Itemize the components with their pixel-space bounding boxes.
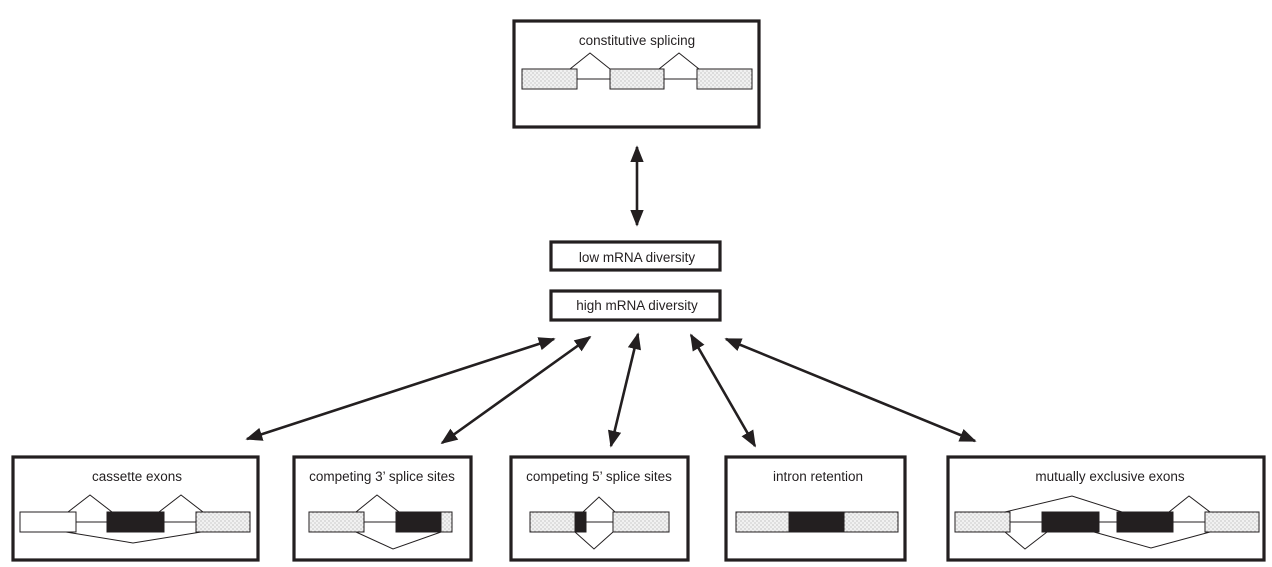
splice-junction: [1093, 531, 1211, 549]
splice-junction: [1004, 531, 1048, 550]
constitutive-exon: [954, 511, 1011, 533]
cassette-exons-box: cassette exons: [11, 455, 260, 562]
constitutive-exon: [1204, 511, 1260, 533]
retained-intron: [788, 511, 845, 533]
alternative-region: [395, 511, 442, 533]
splice-junction: [582, 496, 616, 513]
low-mrna-diversity-label: low mRNA diversity: [579, 250, 696, 265]
splice-junction: [1168, 495, 1211, 513]
splice-junction: [569, 52, 611, 70]
constitutive-exon: [521, 68, 578, 90]
splice-junction: [1004, 495, 1123, 513]
constitutive-splicing-box: constitutive splicing: [512, 19, 761, 129]
mutually-exclusive-exons-box: mutually exclusive exons: [946, 455, 1266, 562]
cassette-exons-title: cassette exons: [92, 469, 182, 484]
constitutive-splicing-gene: [521, 52, 753, 90]
competing-5-splice-sites-title: competing 5’ splice sites: [526, 469, 672, 484]
intron-retention-gene: [735, 511, 899, 533]
cassette-exons-gene: [19, 494, 251, 544]
intron-retention-title: intron retention: [773, 469, 863, 484]
high-mrna-diversity-label: high mRNA diversity: [576, 298, 698, 313]
double-arrow: [440, 335, 592, 445]
constitutive-splicing-title: constitutive splicing: [579, 33, 695, 48]
alternative-junction: [574, 531, 614, 550]
low-mrna-diversity-box: low mRNA diversity: [549, 240, 722, 272]
competing-3-splice-sites-title: competing 3’ splice sites: [309, 469, 455, 484]
mutually-exclusive-exons-title: mutually exclusive exons: [1035, 469, 1185, 484]
constitutive-exon: [609, 68, 665, 90]
alternative-exon: [1116, 511, 1174, 533]
competing-3-splice-sites-gene: [308, 494, 453, 550]
competing-5-splice-sites-gene: [529, 496, 670, 550]
splice-junction: [658, 52, 700, 70]
splice-junction: [67, 494, 113, 513]
intron-retention-box: intron retention: [724, 455, 907, 562]
constitutive-exon: [308, 511, 365, 533]
splice-junction: [158, 494, 204, 513]
skipping-junction: [65, 531, 202, 544]
competing-3-splice-sites-box: competing 3’ splice sites: [292, 455, 473, 562]
constitutive-exon: [696, 68, 753, 90]
alternative-exon: [1041, 511, 1100, 533]
alternative-junction: [355, 531, 442, 550]
high-mrna-diversity-box: high mRNA diversity: [549, 289, 722, 322]
double-arrow: [607, 332, 642, 448]
splice-junction: [355, 494, 400, 513]
double-arrow: [689, 333, 757, 448]
arrows: [245, 145, 977, 448]
constitutive-exon: [195, 511, 251, 533]
alternative-exon: [106, 511, 165, 533]
first-exon: [19, 511, 77, 533]
competing-5-splice-sites-box: competing 5’ splice sites: [509, 455, 690, 562]
alternative-region: [574, 511, 587, 533]
double-arrow: [724, 337, 977, 443]
double-arrow: [245, 337, 556, 441]
constitutive-exon: [612, 511, 670, 533]
mutually-exclusive-exons-gene: [954, 495, 1260, 550]
